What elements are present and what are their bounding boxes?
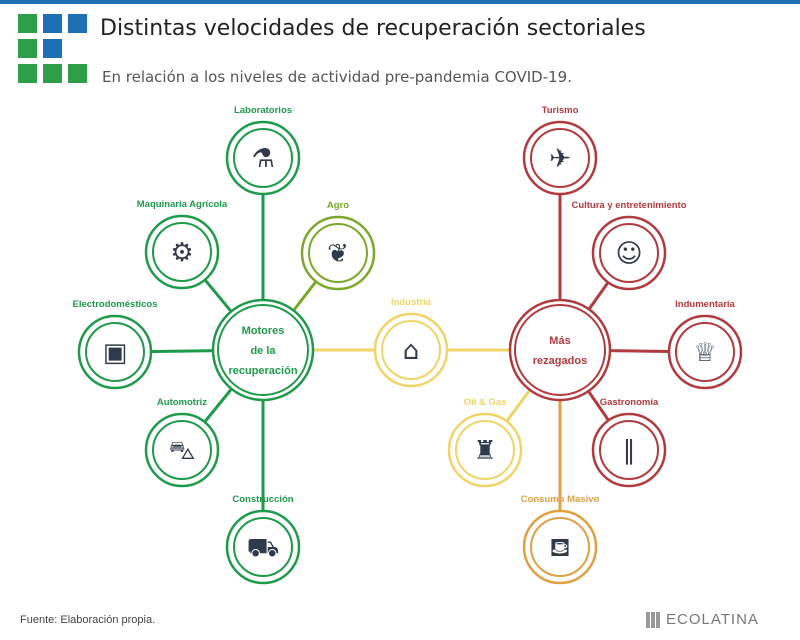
- hub-inner-ring: [514, 304, 606, 396]
- sector-inner-ring: [152, 222, 212, 282]
- sector-node: ⚙ Maquinaria Agrícola: [137, 199, 228, 290]
- ecolatina-logo-icon: [646, 612, 660, 628]
- sector-inner-ring: [599, 420, 659, 480]
- sector-node: ⚗ Laboratorios: [225, 105, 301, 196]
- hub-node-rezagados: Más rezagados: [508, 298, 612, 402]
- nodes: ⚗ Laboratorios ⚙ Maquinaria Agrícola ❦ Agro ▣ E…: [73, 105, 743, 585]
- sector-inner-ring: [381, 320, 441, 380]
- page-subtitle: En relación a los niveles de actividad p…: [102, 68, 572, 86]
- sector-label: Gastronomía: [600, 397, 659, 408]
- sector-label: Industria: [391, 297, 432, 308]
- microscope-icon: ⚗: [251, 144, 274, 174]
- sector-node: ✈ Turismo: [522, 105, 598, 196]
- sector-node: ❦ Agro: [300, 200, 376, 291]
- wheat-icon: ❦: [327, 239, 349, 269]
- sector-label: Laboratorios: [234, 105, 292, 116]
- tractor-icon: ⚙: [170, 238, 193, 268]
- sector-inner-ring: [455, 420, 515, 480]
- sector-node: ▣ Electrodomésticos: [73, 299, 158, 390]
- fork-knife-icon: ∥: [623, 436, 636, 466]
- hub-label-line: rezagados: [533, 355, 587, 367]
- car-icon: ⛍: [169, 436, 196, 466]
- airplane-icon: ✈: [549, 144, 571, 174]
- sector-node: ♜ Oil & Gas: [447, 397, 523, 488]
- hub-label-line: Más: [549, 335, 570, 347]
- sector-label: Construcción: [232, 494, 293, 505]
- sector-inner-ring: [233, 517, 293, 577]
- sector-label: Turismo: [542, 105, 579, 116]
- oil-rig-icon: ♜: [473, 436, 496, 466]
- logo-grid-icon: [18, 14, 88, 84]
- appliances-icon: ▣: [103, 338, 128, 368]
- sector-label: Cultura y entretenimiento: [571, 200, 686, 211]
- sector-label: Electrodomésticos: [73, 299, 158, 310]
- sector-node: ♕ Indumentaria: [667, 299, 743, 390]
- sector-node: ⛾ Consumo Masivo: [521, 494, 600, 585]
- sector-node: ☺ Cultura y entretenimiento: [571, 200, 687, 291]
- sector-inner-ring: [530, 517, 590, 577]
- shopping-cart-icon: ⛾: [549, 533, 570, 563]
- clothing-icon: ♕: [693, 338, 716, 368]
- sector-inner-ring: [599, 223, 659, 283]
- sector-label: Indumentaria: [675, 299, 735, 310]
- sector-label: Oil & Gas: [464, 397, 507, 408]
- hub-node-motores: Motores de la recuperación: [211, 298, 315, 402]
- concrete-mixer-icon: ⛟: [247, 533, 280, 563]
- sector-inner-ring: [530, 128, 590, 188]
- brand-name: ECOLATINA: [666, 611, 759, 628]
- source-note: Fuente: Elaboración propia.: [20, 614, 156, 626]
- sector-node: ∥ Gastronomía: [591, 397, 667, 488]
- sector-inner-ring: [675, 322, 735, 382]
- factory-icon: ⌂: [403, 336, 420, 366]
- top-accent-bar: [0, 0, 800, 4]
- sector-label: Automotriz: [157, 397, 207, 408]
- sector-label: Maquinaria Agrícola: [137, 199, 228, 210]
- hub-inner-ring: [217, 304, 309, 396]
- sector-node: ⛟ Construcción: [225, 494, 301, 585]
- sector-inner-ring: [233, 128, 293, 188]
- sector-label: Consumo Masivo: [521, 494, 600, 505]
- sector-inner-ring: [308, 223, 368, 283]
- hub-label-line: recuperación: [228, 365, 297, 377]
- sector-inner-ring: [152, 420, 212, 480]
- sector-node: ⌂ Industria: [373, 297, 449, 388]
- sector-label: Agro: [327, 200, 349, 211]
- page-title: Distintas velocidades de recuperación se…: [100, 16, 646, 41]
- hub-label-line: de la: [250, 345, 276, 357]
- theater-masks-icon: ☺: [615, 239, 642, 269]
- sector-inner-ring: [85, 322, 145, 382]
- hub-label-line: Motores: [242, 325, 285, 337]
- sector-node: ⛍ Automotriz: [144, 397, 220, 488]
